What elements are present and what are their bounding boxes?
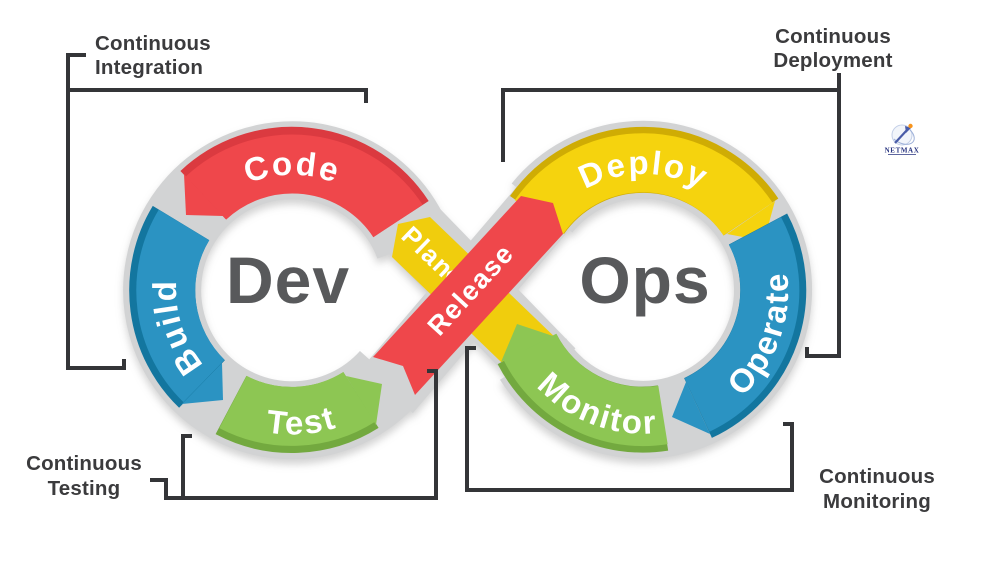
- netmax-logo-text: NETMAX: [885, 147, 920, 155]
- ct-caption-line2: Testing: [48, 477, 121, 500]
- ci-caption-line1: Continuous: [95, 32, 211, 55]
- monitor-arrow-tip: [501, 324, 553, 362]
- netmax-logo: NETMAX: [885, 123, 920, 155]
- ops-word: Ops: [579, 243, 710, 317]
- netmax-globe-meridian: [893, 129, 915, 145]
- release-band-ribbon: [373, 196, 563, 395]
- ct-caption-line1: Continuous: [26, 452, 142, 475]
- cd-caption-line1: Continuous: [775, 25, 891, 48]
- test-arrow-tip: [346, 376, 382, 425]
- cd-bracket-arm: [501, 88, 839, 162]
- brackets: [66, 53, 841, 500]
- netmax-arrow-icon: [894, 129, 908, 144]
- ci-bracket: [66, 53, 126, 370]
- cm-bracket: [465, 346, 794, 492]
- cm-caption-line2: Monitoring: [823, 490, 931, 513]
- deploy-arc: [514, 133, 773, 237]
- netmax-orange-dot: [908, 123, 913, 129]
- build-arc: [136, 209, 226, 403]
- dev-word: Dev: [226, 243, 350, 317]
- ct-bracket: [150, 369, 438, 500]
- cd-caption-line2: Deployment: [773, 49, 892, 72]
- operate-arc: [683, 217, 800, 432]
- ci-bracket-arm: [68, 88, 368, 103]
- ct-bracket-arm: [181, 434, 192, 498]
- monitor-arc: [503, 332, 668, 447]
- code-arc: [185, 134, 423, 238]
- code-arrow-tip: [184, 174, 223, 216]
- ci-caption-line2: Integration: [95, 56, 203, 79]
- test-label: Test: [265, 398, 340, 441]
- right-loop: [497, 126, 807, 453]
- operate-arrow-tip: [672, 382, 710, 434]
- build-arrow-tip: [182, 363, 223, 404]
- test-arc: [219, 371, 375, 446]
- cm-caption-line1: Continuous: [819, 465, 935, 488]
- left-loop: [129, 126, 429, 454]
- cd-bracket: [805, 73, 841, 358]
- captions: Continuous Integration Continuous Deploy…: [26, 25, 935, 513]
